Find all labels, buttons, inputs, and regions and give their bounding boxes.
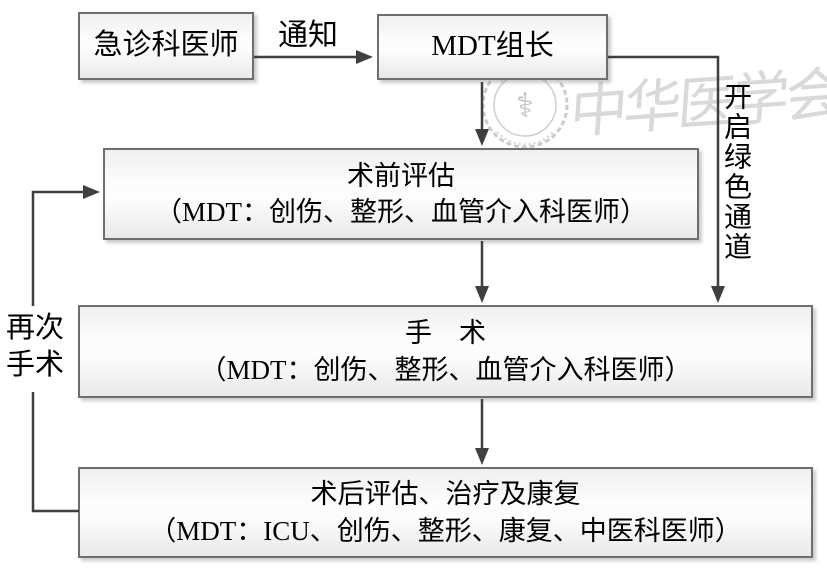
node-preop-evaluation: 术前评估 （MDT：创伤、整形、血管介入科医师） bbox=[103, 148, 699, 240]
edge-label-reoperation: 再次手术 bbox=[5, 312, 64, 381]
node-surgery: 手 术 （MDT：创伤、整形、血管介入科医师） bbox=[78, 305, 813, 398]
node-emergency-physician: 急诊科医师 bbox=[78, 12, 254, 80]
seal-caduceus-icon: ⚕ bbox=[516, 88, 534, 125]
node-postop-rehab: 术后评估、治疗及康复 （MDT：ICU、创伤、整形、康复、中医科医师） bbox=[78, 467, 813, 558]
node-postop-title: 术后评估、治疗及康复 bbox=[310, 479, 581, 510]
node-emergency-label: 急诊科医师 bbox=[93, 29, 239, 62]
node-postop-subtitle: （MDT：ICU、创伤、整形、康复、中医科医师） bbox=[149, 515, 742, 546]
node-preop-title: 术前评估 bbox=[347, 160, 455, 191]
node-mdt-leader-label: MDT组长 bbox=[431, 30, 554, 63]
edge-label-notify: 通知 bbox=[278, 19, 338, 52]
connector-reoperation-upper bbox=[31, 185, 100, 306]
node-surgery-subtitle: （MDT：创伤、整形、血管介入科医师） bbox=[199, 354, 692, 385]
node-preop-subtitle: （MDT：创伤、整形、血管介入科医师） bbox=[155, 197, 647, 227]
seal-bottom-arc-text bbox=[496, 131, 554, 146]
node-surgery-title: 手 术 bbox=[405, 318, 486, 349]
seal-inner-ring bbox=[493, 73, 557, 137]
connector-reoperation-lower bbox=[31, 392, 79, 513]
node-mdt-leader: MDT组长 bbox=[377, 14, 608, 80]
edge-label-green-channel: 开启绿色通道 bbox=[720, 82, 751, 262]
